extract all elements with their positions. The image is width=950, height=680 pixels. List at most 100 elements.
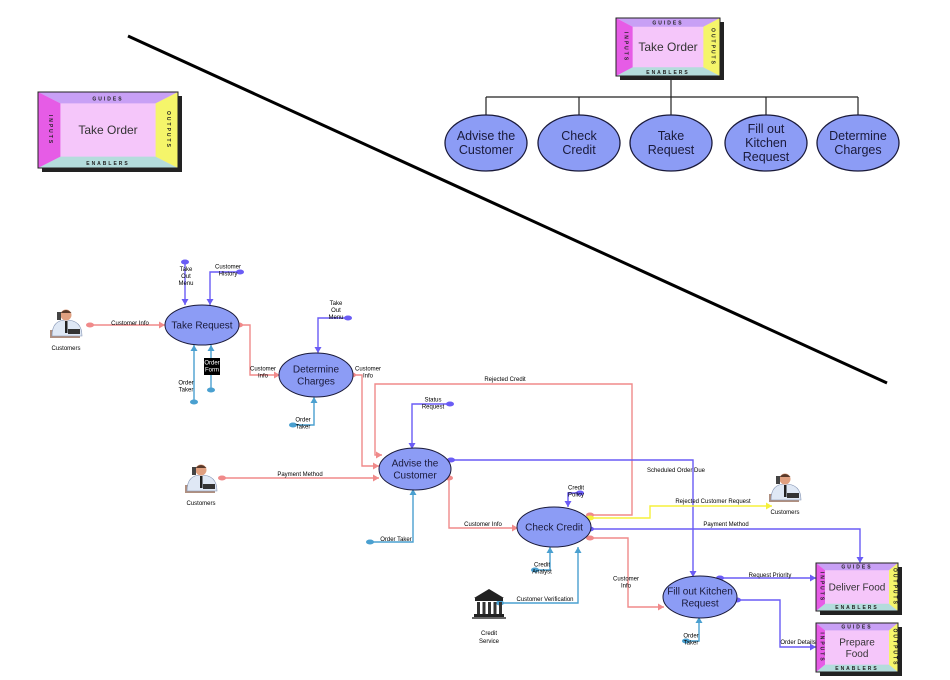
box-frame bbox=[815, 562, 899, 612]
enablers-panel bbox=[816, 603, 898, 611]
tie bbox=[65, 321, 68, 333]
arrowhead bbox=[695, 617, 703, 623]
arrowhead bbox=[564, 501, 572, 507]
arrowhead bbox=[159, 321, 165, 329]
flow-label-line: Order bbox=[683, 634, 698, 640]
process-label-line: Determine bbox=[293, 365, 340, 376]
inputs-panel bbox=[816, 563, 825, 611]
enablers-panel bbox=[38, 156, 178, 168]
flow-label-line: Order Details bbox=[780, 640, 815, 646]
hair bbox=[60, 310, 72, 313]
flow-source-dot bbox=[586, 535, 594, 541]
enablers-panel bbox=[816, 664, 898, 672]
flow-line bbox=[686, 617, 700, 642]
hierarchy-child-label-line: Take bbox=[658, 129, 684, 143]
flow-label-line: Payment Method bbox=[703, 522, 748, 528]
flow-label: Request Priority bbox=[749, 573, 792, 579]
flow-label: Scheduled Order Due bbox=[647, 468, 706, 474]
outputs-label: OUTPUTS bbox=[892, 629, 898, 667]
flow-label-line: Customer bbox=[613, 577, 639, 583]
actor-customers[interactable]: Customers bbox=[769, 473, 802, 517]
flow-line bbox=[590, 537, 664, 608]
hierarchy-child-label-line: Kitchen bbox=[745, 136, 787, 150]
arrowhead bbox=[810, 643, 816, 651]
flow-line bbox=[209, 271, 240, 305]
flow-source-dot bbox=[190, 399, 198, 405]
flow-arrow: Request Priority bbox=[716, 573, 816, 582]
arrowhead bbox=[512, 524, 518, 532]
process-ellipse bbox=[662, 575, 738, 619]
flow-label-line: Taker bbox=[179, 388, 194, 394]
flow-label-line: Menu bbox=[328, 315, 343, 321]
flow-label-line: Out bbox=[331, 308, 341, 314]
person-on-phone-icon bbox=[185, 464, 218, 493]
arrowhead bbox=[373, 474, 379, 482]
enablers-label: ENABLERS bbox=[86, 161, 130, 167]
process-take-request[interactable]: Take Request bbox=[164, 304, 240, 346]
arrowhead bbox=[190, 345, 198, 351]
flow-label-line: Customer Verification bbox=[516, 597, 573, 603]
arrowhead bbox=[373, 462, 379, 470]
process-ellipse bbox=[516, 506, 592, 548]
arrowhead bbox=[274, 371, 280, 379]
guides-label: GUIDES bbox=[841, 564, 872, 570]
flow-label-line: Taker bbox=[296, 425, 311, 431]
actor-customers[interactable]: Customers bbox=[50, 309, 83, 353]
flow-label: Order Details bbox=[780, 640, 815, 646]
flow-label-line: Payment Method bbox=[277, 472, 322, 478]
outputs-label: OUTPUTS bbox=[165, 111, 171, 149]
enablers-label: ENABLERS bbox=[646, 70, 690, 76]
flow-label-line: Order bbox=[204, 361, 219, 367]
flow-line bbox=[370, 489, 414, 543]
process-label-line: Check Credit bbox=[525, 523, 583, 534]
arrowhead bbox=[689, 571, 697, 577]
flow-source-dot bbox=[682, 638, 690, 644]
arrowhead bbox=[314, 347, 322, 353]
flow-label-line: Info bbox=[621, 584, 632, 590]
hierarchy-child-label-line: Determine bbox=[829, 129, 887, 143]
actor-label-line: Credit bbox=[481, 631, 497, 637]
flow-source-dot bbox=[344, 315, 352, 321]
process-ellipse bbox=[378, 447, 452, 491]
box-title: Deliver Food bbox=[829, 583, 886, 594]
guides-label: GUIDES bbox=[92, 97, 123, 103]
flow-label-line: Take bbox=[330, 301, 343, 307]
process-check-credit[interactable]: Check Credit bbox=[516, 506, 592, 548]
actor-customers[interactable]: Customers bbox=[185, 464, 218, 508]
flow-source-dot bbox=[289, 422, 297, 428]
flow-label-line: Status bbox=[424, 398, 441, 404]
actor-label: Customers bbox=[186, 501, 215, 507]
box-title-line: Food bbox=[846, 649, 869, 660]
flow-label: Rejected Customer Request bbox=[675, 499, 751, 505]
flow-arrow: Customer Verification bbox=[496, 547, 582, 606]
flow-label: Rejected Credit bbox=[484, 377, 526, 383]
process-label-line: Customer bbox=[393, 471, 437, 482]
arrowhead bbox=[409, 489, 417, 495]
box-frame bbox=[815, 622, 899, 673]
